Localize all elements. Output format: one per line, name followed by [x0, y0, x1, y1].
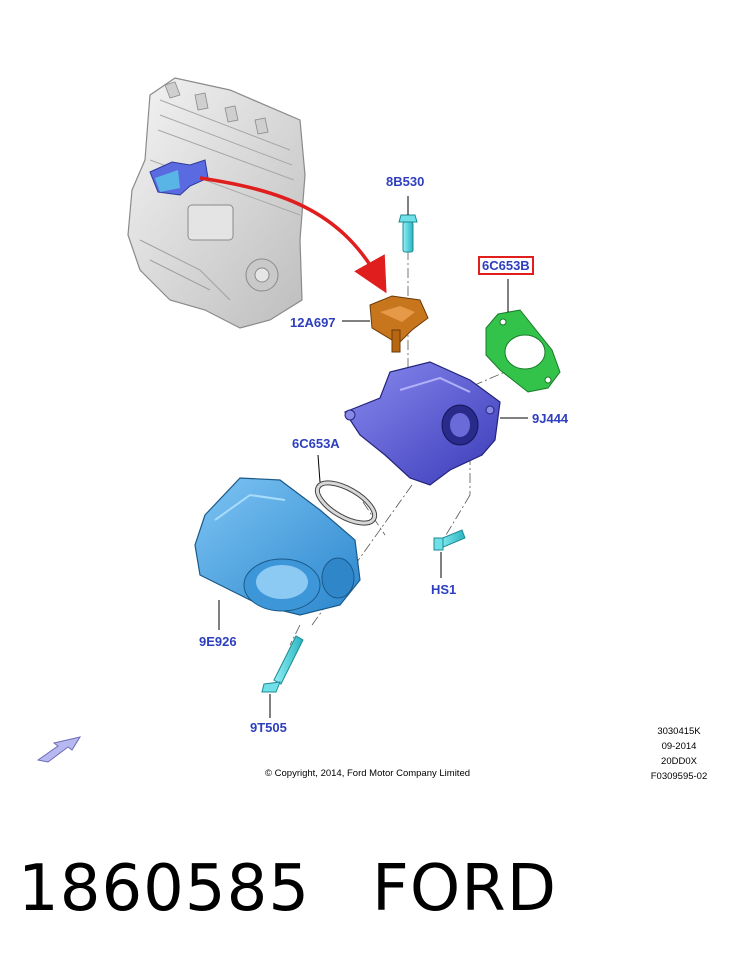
orientation-arrow-icon — [36, 736, 82, 763]
callout-6c653b: 6C653B — [478, 256, 534, 275]
egr-housing-9j444 — [344, 361, 528, 486]
callout-9t505: 9T505 — [250, 720, 287, 735]
part-caption: 1860585 FORD — [18, 852, 557, 926]
callout-9e926: 9E926 — [199, 634, 237, 649]
ref-date: 09-2014 — [661, 741, 697, 752]
callout-9j444: 9J444 — [532, 411, 569, 426]
callout-6c653a: 6C653A — [292, 436, 340, 451]
callout-12a697: 12A697 — [290, 315, 336, 330]
callout-8b530: 8B530 — [386, 174, 425, 189]
location-arrow — [199, 176, 387, 294]
bolt-9t505 — [261, 635, 304, 718]
ref-engine-code: 20DD0X — [661, 756, 697, 767]
bolt-8b530 — [398, 196, 418, 253]
throttle-body-9e926 — [194, 477, 361, 630]
ref-code: 3030415K — [657, 726, 701, 737]
bolt-hs1 — [433, 529, 466, 578]
engine-block — [127, 77, 306, 329]
gasket-6c653b — [485, 279, 561, 393]
clamp-6c653a — [314, 454, 378, 526]
copyright-notice: © Copyright, 2014, Ford Motor Company Li… — [265, 768, 471, 779]
sensor-bracket-12a697 — [342, 295, 429, 353]
reference-codes: 3030415K 09-2014 20DD0X F0309595-02 — [628, 724, 730, 784]
brand-name: FORD — [372, 852, 557, 926]
ref-figure-id: F0309595-02 — [650, 771, 708, 782]
part-number: 1860585 — [18, 852, 311, 926]
callout-hs1: HS1 — [431, 582, 457, 597]
